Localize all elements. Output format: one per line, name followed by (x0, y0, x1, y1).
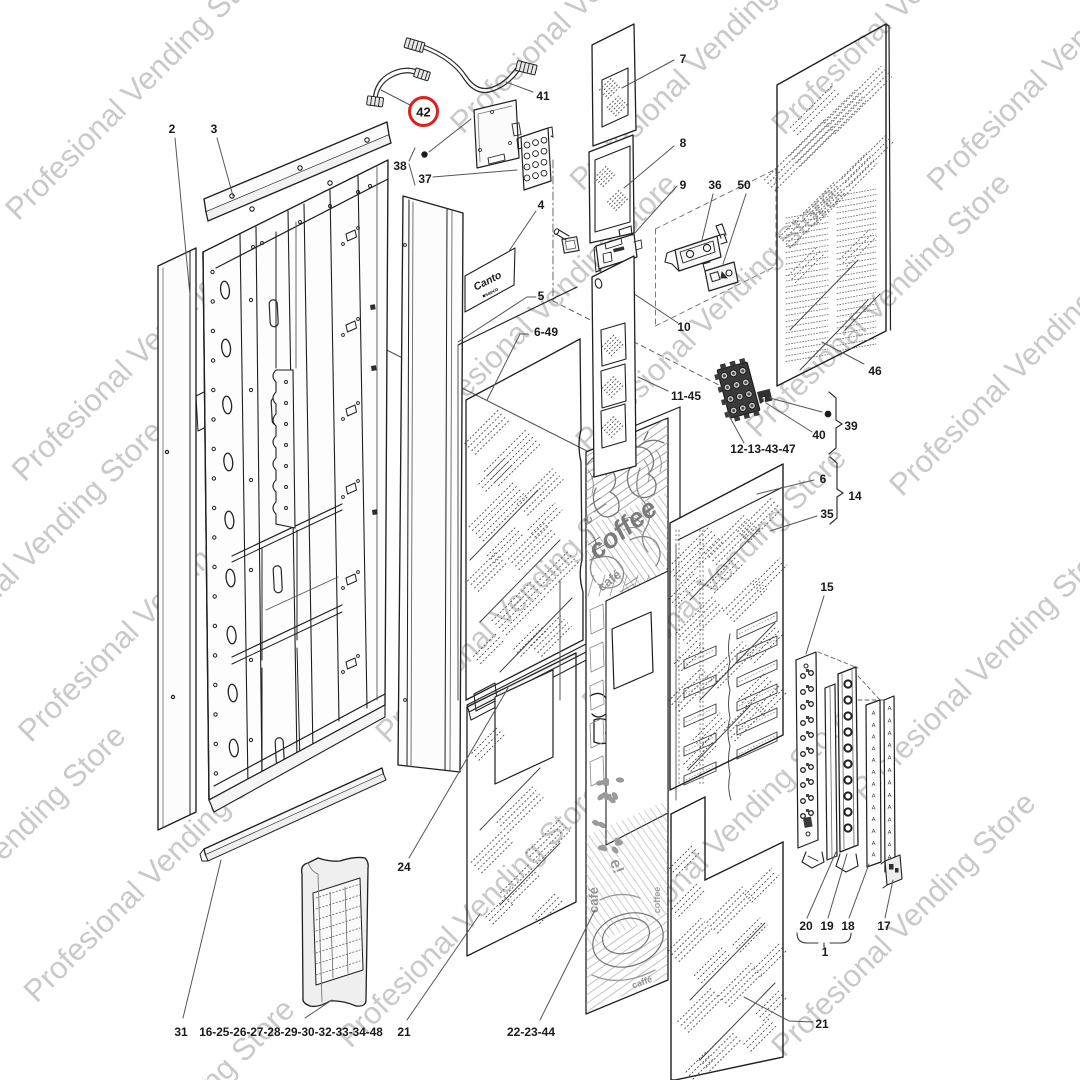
svg-text:1: 1 (822, 945, 829, 959)
svg-text:9: 9 (680, 178, 687, 192)
svg-text:36: 36 (708, 178, 722, 192)
svg-text:6: 6 (820, 472, 827, 486)
svg-text:A: A (888, 855, 892, 861)
svg-text:41: 41 (536, 89, 550, 103)
svg-text:A: A (888, 731, 892, 737)
svg-text:22-23-44: 22-23-44 (507, 1025, 555, 1039)
svg-text:A: A (872, 853, 876, 859)
svg-text:46: 46 (868, 364, 882, 378)
svg-text:18: 18 (841, 919, 855, 933)
svg-text:11-45: 11-45 (671, 389, 701, 403)
svg-text:A: A (872, 782, 876, 788)
svg-text:8: 8 (680, 136, 687, 150)
svg-text:coffee: coffee (652, 887, 662, 914)
svg-text:35: 35 (820, 507, 834, 521)
svg-text:5: 5 (538, 289, 545, 303)
svg-text:A: A (888, 706, 892, 712)
svg-text:39: 39 (844, 419, 858, 433)
svg-text:A: A (888, 830, 892, 836)
svg-text:16-25-26-27-28-29-30-32-33-34-: 16-25-26-27-28-29-30-32-33-34-48 (199, 1025, 383, 1039)
svg-text:e!: e! (606, 857, 627, 876)
svg-text:A: A (888, 793, 892, 799)
svg-text:A: A (872, 841, 876, 847)
svg-text:17: 17 (877, 919, 891, 933)
svg-text:A: A (888, 818, 892, 824)
svg-text:1: 1 (762, 396, 767, 405)
svg-text:A: A (872, 770, 876, 776)
svg-text:4: 4 (538, 198, 545, 212)
svg-text:A: A (872, 805, 876, 811)
svg-text:40: 40 (812, 428, 826, 442)
svg-text:21: 21 (397, 1025, 411, 1039)
svg-text:A: A (872, 723, 876, 729)
svg-text:A: A (872, 829, 876, 835)
svg-text:A: A (872, 758, 876, 764)
svg-text:2: 2 (169, 122, 176, 136)
svg-text:38: 38 (393, 159, 407, 173)
svg-text:37: 37 (418, 172, 432, 186)
svg-text:A: A (888, 743, 892, 749)
svg-text:19: 19 (820, 919, 834, 933)
svg-text:A: A (872, 746, 876, 752)
svg-text:12-13-43-47: 12-13-43-47 (730, 442, 796, 456)
svg-text:15: 15 (820, 580, 834, 594)
svg-text:6-49: 6-49 (534, 325, 558, 339)
svg-text:A: A (888, 756, 892, 762)
svg-text:24: 24 (397, 860, 411, 874)
svg-text:A: A (888, 780, 892, 786)
svg-text:20: 20 (799, 919, 813, 933)
svg-text:7: 7 (680, 52, 687, 66)
svg-text:A: A (872, 711, 876, 717)
svg-text:14: 14 (848, 489, 862, 503)
svg-text:10: 10 (677, 320, 691, 334)
svg-text:A: A (872, 817, 876, 823)
svg-text:31: 31 (174, 1025, 188, 1039)
svg-text:42: 42 (416, 105, 430, 120)
svg-text:A: A (888, 768, 892, 774)
svg-text:3: 3 (211, 122, 218, 136)
svg-text:A: A (888, 718, 892, 724)
svg-text:café: café (586, 887, 601, 913)
svg-text:e: e (579, 516, 596, 524)
svg-text:A: A (872, 794, 876, 800)
svg-text:A: A (872, 735, 876, 741)
svg-text:A: A (888, 805, 892, 811)
svg-text:A: A (888, 842, 892, 848)
svg-text:21: 21 (815, 1017, 829, 1031)
svg-text:50: 50 (737, 178, 751, 192)
